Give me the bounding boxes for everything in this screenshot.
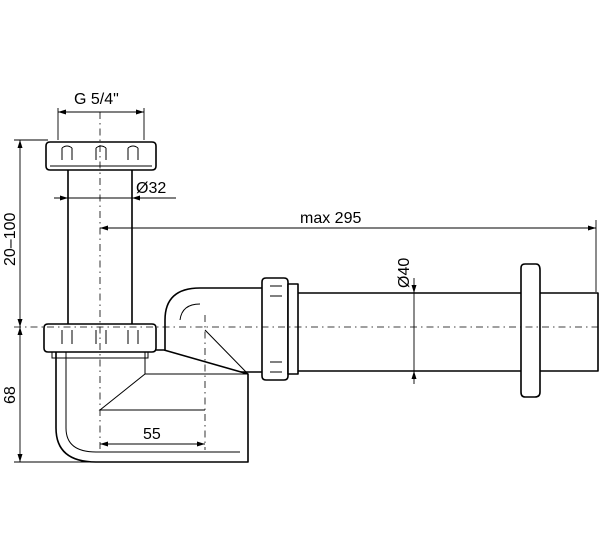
thread-size-label: G 5/4": [74, 91, 119, 108]
outlet-diameter-label: Ø40: [396, 258, 413, 288]
outlet-coupling-nut: [261, 277, 289, 381]
max-length-label: max 295: [300, 210, 361, 227]
outlet-coupling-ring: [287, 283, 299, 375]
bottle-body: [55, 349, 249, 463]
height-adjust-label: 20–100: [2, 213, 19, 266]
elbow-body: [164, 287, 267, 373]
wall-rosette: [520, 263, 541, 398]
trap-height-label: 68: [2, 386, 19, 404]
outlet-pipe: [295, 292, 599, 372]
offset-label: 55: [143, 426, 161, 443]
inlet-diameter-label: Ø32: [136, 180, 166, 197]
